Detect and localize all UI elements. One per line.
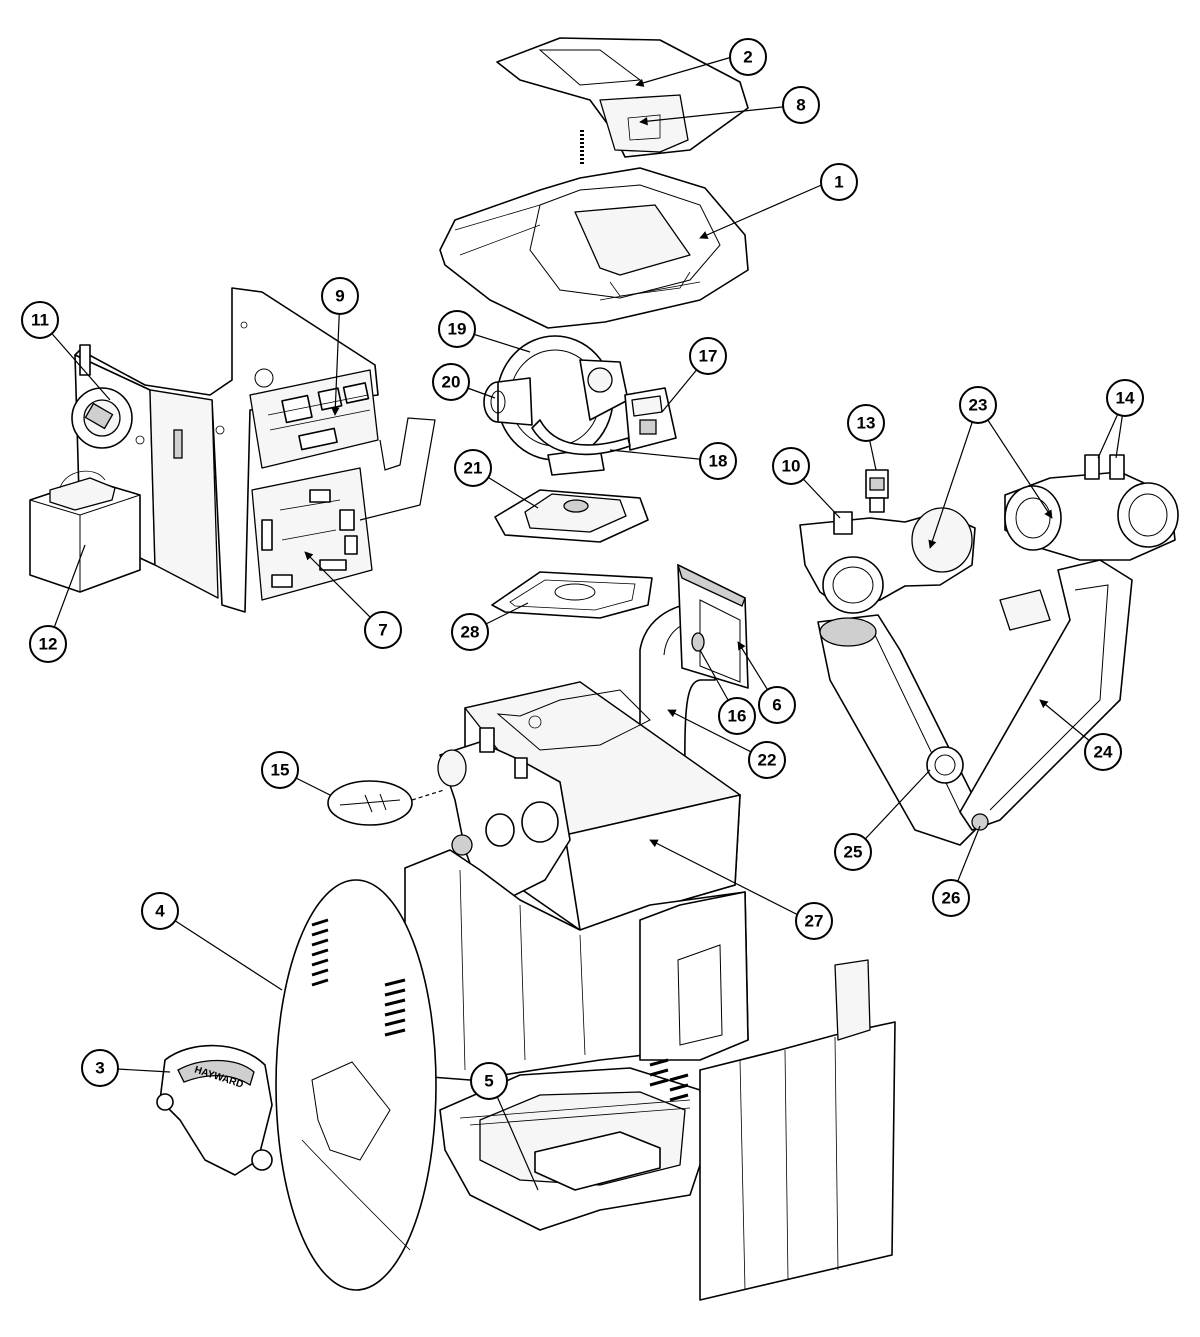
callout-5: 5 [470, 1062, 508, 1100]
top-cover [439, 167, 749, 329]
left-panel-vents-lower [384, 978, 406, 1037]
svg-text:6: 6 [772, 696, 781, 715]
callout-26: 26 [932, 879, 970, 917]
temperature-sensor-10 [833, 511, 853, 535]
callout-12: 12 [29, 625, 67, 663]
callout-19: 19 [438, 310, 476, 348]
callout-27: 27 [795, 902, 833, 940]
callout-14: 14 [1106, 379, 1144, 417]
air-inlet-adapter [483, 377, 533, 426]
svg-text:4: 4 [155, 902, 165, 921]
callouts: 1 2 3 4 5 6 7 8 9 10 11 12 13 14 15 16 1… [21, 38, 1144, 1100]
gas-pipe [531, 419, 631, 456]
callout-9: 9 [321, 277, 359, 315]
drain-plug [926, 746, 964, 784]
svg-text:18: 18 [709, 452, 728, 471]
burner-tray [494, 489, 649, 543]
manifold-small-plug [971, 813, 989, 831]
top-access-door [496, 37, 749, 158]
callout-25: 25 [834, 833, 872, 871]
callout-13: 13 [847, 404, 885, 442]
svg-text:2: 2 [743, 48, 752, 67]
svg-text:25: 25 [844, 843, 863, 862]
callout-22: 22 [748, 741, 786, 779]
svg-text:26: 26 [942, 889, 961, 908]
control-board [251, 417, 436, 601]
pressure-switch [71, 344, 145, 449]
svg-text:1: 1 [834, 173, 843, 192]
callout-24: 24 [1084, 733, 1122, 771]
svg-text:16: 16 [728, 707, 747, 726]
svg-text:21: 21 [464, 459, 483, 478]
gas-valve [624, 387, 677, 451]
right-front-panel [699, 959, 896, 1301]
svg-text:10: 10 [782, 457, 801, 476]
svg-text:3: 3 [95, 1059, 104, 1078]
transformer [29, 470, 141, 593]
bypass-header [1004, 454, 1179, 561]
svg-text:24: 24 [1094, 743, 1113, 762]
callout-10: 10 [772, 447, 810, 485]
svg-text:12: 12 [39, 635, 58, 654]
callout-7: 7 [364, 611, 402, 649]
flue-sensor [691, 632, 705, 652]
callout-23: 23 [959, 386, 997, 424]
left-panel-vents-upper [311, 918, 329, 987]
callout-28: 28 [451, 613, 489, 651]
svg-text:28: 28 [461, 623, 480, 642]
svg-text:17: 17 [699, 347, 718, 366]
manifold-assembled [437, 727, 571, 901]
front-logo-plate: HAYWARD [156, 1044, 273, 1176]
callout-3: 3 [81, 1049, 119, 1087]
left-front-panel [275, 879, 437, 1291]
svg-text:27: 27 [805, 912, 824, 931]
callout-17: 17 [689, 337, 727, 375]
front-vent-slots [649, 1058, 689, 1102]
burner-gasket [491, 571, 653, 619]
base-pan [439, 1067, 706, 1231]
svg-text:9: 9 [335, 287, 344, 306]
callout-8: 8 [782, 86, 820, 124]
callout-18: 18 [699, 442, 737, 480]
svg-text:14: 14 [1116, 389, 1135, 408]
svg-text:20: 20 [442, 373, 461, 392]
inlet-outlet-header [799, 507, 976, 614]
svg-text:19: 19 [448, 320, 467, 339]
callout-11: 11 [21, 301, 59, 339]
svg-text:22: 22 [758, 751, 777, 770]
callout-16: 16 [718, 697, 756, 735]
manifold-right-arm [959, 559, 1133, 831]
svg-text:5: 5 [484, 1072, 493, 1091]
svg-text:8: 8 [796, 96, 805, 115]
blower-assembly [496, 335, 629, 476]
svg-text:11: 11 [31, 311, 49, 330]
svg-text:15: 15 [271, 761, 290, 780]
callout-21: 21 [454, 449, 492, 487]
spark-igniter-detail [327, 780, 445, 826]
callout-15: 15 [261, 751, 299, 789]
svg-text:7: 7 [378, 621, 387, 640]
callout-2: 2 [729, 38, 767, 76]
svg-text:13: 13 [857, 414, 876, 433]
callout-6: 6 [758, 686, 796, 724]
side-panel-with-vents [639, 891, 749, 1061]
callout-4: 4 [141, 892, 179, 930]
callout-20: 20 [432, 363, 470, 401]
exhaust-collar [676, 563, 749, 689]
water-pressure-switch [865, 469, 889, 513]
svg-text:23: 23 [969, 396, 988, 415]
ignition-board [249, 369, 379, 469]
callout-1: 1 [820, 163, 858, 201]
